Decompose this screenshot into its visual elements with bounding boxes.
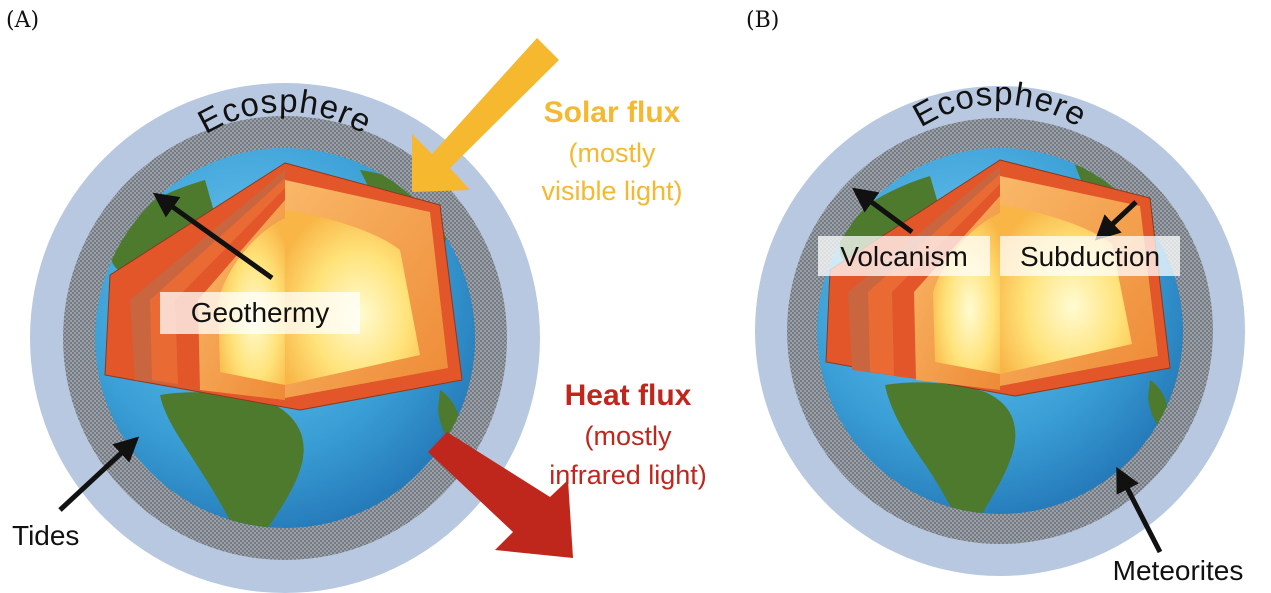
- geothermy-label-bg: [160, 292, 360, 334]
- volcanism-arrow: [851, 187, 914, 235]
- heat-flux-arrow: [428, 432, 573, 558]
- meteorites-arrow: [1116, 466, 1163, 554]
- panel-b: (B) Ecosphere Volcanism: [746, 8, 1245, 586]
- panel-b-label: (B): [746, 8, 779, 33]
- solar-flux-title: Solar flux: [544, 96, 681, 129]
- heat-flux-title: Heat flux: [565, 379, 692, 412]
- heat-flux-sub-1: (mostly: [585, 421, 672, 451]
- volcanism-label-bg: [818, 236, 990, 276]
- solar-flux-sub-1: (mostly: [569, 138, 656, 168]
- meteorites-label: Meteorites: [1113, 555, 1244, 586]
- panel-a: (A) Ecosphere Geothermy: [6, 8, 707, 593]
- solar-flux-arrow: [412, 38, 559, 192]
- solar-flux-sub-2: visible light): [541, 176, 682, 206]
- tides-label: Tides: [12, 520, 79, 551]
- subduction-label-bg: [1000, 236, 1180, 276]
- geothermy-arrow: [152, 192, 274, 281]
- panel-a-label: (A): [6, 8, 39, 33]
- geothermy-label: Geothermy: [191, 297, 330, 328]
- volcanism-label: Volcanism: [840, 241, 968, 272]
- tides-arrow: [58, 436, 140, 512]
- heat-flux-sub-2: infrared light): [549, 460, 707, 490]
- subduction-label: Subduction: [1020, 241, 1160, 272]
- subduction-arrow: [1094, 200, 1138, 241]
